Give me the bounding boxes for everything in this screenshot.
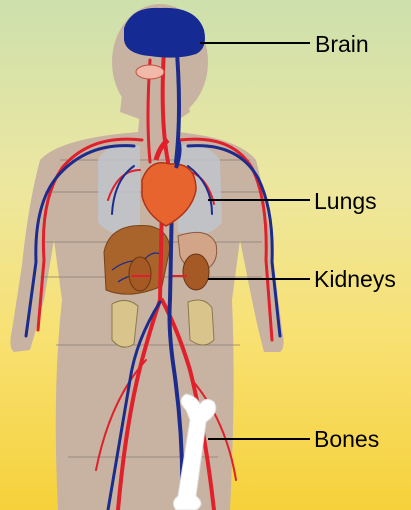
lungs-label: Lungs [314, 190, 377, 213]
brain-label: Brain [315, 33, 369, 56]
face-detail [136, 65, 164, 79]
brain [124, 8, 205, 58]
kidneys-label: Kidneys [314, 268, 396, 291]
bones-label: Bones [314, 428, 379, 451]
